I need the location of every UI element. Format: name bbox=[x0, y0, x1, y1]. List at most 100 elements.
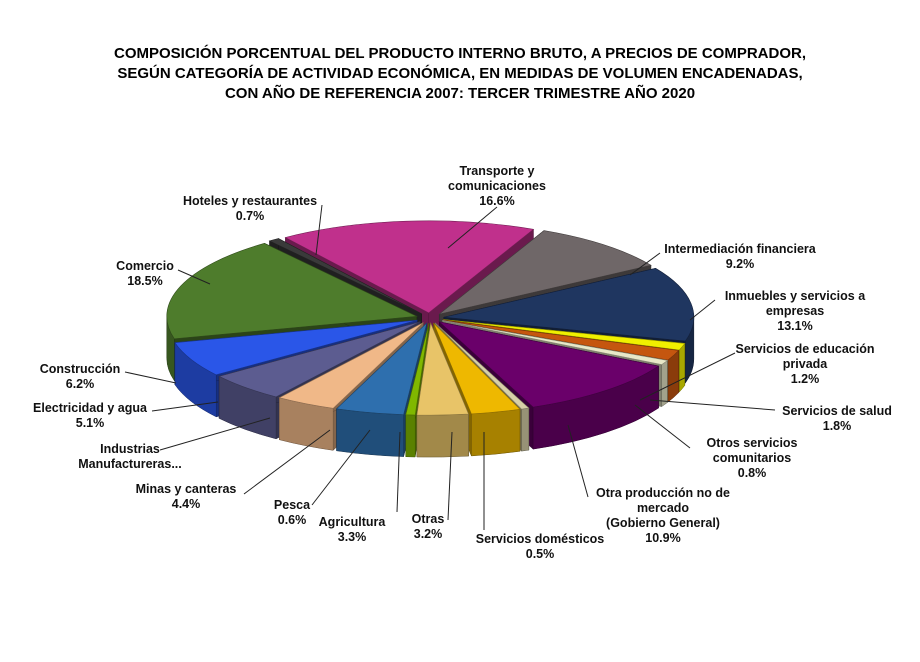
data-label-name: Otras bbox=[412, 512, 445, 526]
data-label-value: 18.5% bbox=[127, 274, 162, 288]
data-label-name: Otros servicios bbox=[706, 436, 797, 450]
leader-line bbox=[124, 371, 177, 384]
data-label-value: 0.6% bbox=[278, 513, 307, 527]
slice-top-face bbox=[405, 323, 430, 416]
leader-line bbox=[639, 352, 736, 401]
data-label-name: Electricidad y agua bbox=[33, 401, 148, 415]
data-label-value: 6.2% bbox=[66, 377, 95, 391]
slice-top-face bbox=[174, 319, 418, 376]
leader-line bbox=[447, 431, 453, 521]
pie-slices bbox=[166, 220, 695, 458]
data-label-value: 0.5% bbox=[526, 547, 555, 561]
leader-lines bbox=[124, 204, 776, 530]
data-label-value: 3.2% bbox=[414, 527, 443, 541]
data-label-value: 1.8% bbox=[823, 419, 852, 433]
slice-top-face bbox=[443, 319, 686, 351]
slice-outer-wall bbox=[471, 409, 521, 457]
chart-title-line: COMPOSICIÓN PORCENTUAL DEL PRODUCTO INTE… bbox=[114, 45, 806, 62]
slice-top-face bbox=[278, 322, 424, 409]
leader-line bbox=[689, 299, 716, 321]
slice-outer-wall bbox=[336, 408, 404, 457]
slice-top-face bbox=[433, 322, 521, 415]
data-label-name: Intermediación financiera bbox=[664, 242, 816, 256]
data-label-value: 9.2% bbox=[726, 257, 755, 271]
pie-slice bbox=[335, 322, 428, 457]
slice-top-face bbox=[268, 238, 422, 315]
data-label-name: Agricultura bbox=[319, 515, 387, 529]
chart-title: COMPOSICIÓN PORCENTUAL DEL PRODUCTO INTE… bbox=[0, 44, 920, 104]
slice-top-face bbox=[166, 243, 418, 340]
slice-top-face bbox=[416, 322, 470, 416]
leader-line bbox=[649, 399, 776, 411]
data-label-name: Otra producción no de bbox=[596, 486, 730, 500]
leader-line bbox=[447, 206, 498, 249]
data-label-value: 5.1% bbox=[76, 416, 105, 430]
data-label-name: Comercio bbox=[116, 259, 174, 273]
data-label-name: Hoteles y restaurantes bbox=[183, 194, 317, 208]
data-label-value: 0.7% bbox=[236, 209, 265, 223]
slice-top-face bbox=[438, 321, 660, 408]
slice-outer-wall bbox=[678, 342, 686, 393]
data-label-value: 16.6% bbox=[479, 194, 514, 208]
data-label-name: Manufactureras... bbox=[78, 457, 182, 471]
data-label-value: 10.9% bbox=[645, 531, 680, 545]
slice-top-face bbox=[442, 320, 669, 365]
slice-top-face bbox=[218, 321, 421, 398]
slice-top-face bbox=[335, 322, 428, 415]
leader-line bbox=[567, 424, 589, 498]
data-label-name: Servicios de educación bbox=[736, 342, 875, 356]
leader-line bbox=[311, 429, 371, 506]
data-label-name: Minas y canteras bbox=[136, 482, 237, 496]
data-label-name: Inmuebles y servicios a bbox=[725, 289, 866, 303]
data-label-name: Servicios de salud bbox=[782, 404, 892, 418]
leader-line bbox=[151, 401, 219, 412]
slice-outer-wall bbox=[416, 413, 469, 458]
data-label-value: 0.8% bbox=[738, 466, 767, 480]
data-label-value: 3.3% bbox=[338, 530, 367, 544]
leader-line bbox=[634, 404, 691, 449]
leader-line bbox=[629, 252, 661, 276]
data-label-name: Industrias bbox=[100, 442, 160, 456]
leader-line bbox=[243, 429, 331, 495]
data-label-name: Servicios domésticos bbox=[476, 532, 605, 546]
leader-line bbox=[177, 269, 211, 285]
data-label-name: Construcción bbox=[40, 362, 121, 376]
slice-top-face bbox=[434, 322, 530, 410]
data-label-name: empresas bbox=[766, 304, 824, 318]
pie-slice bbox=[416, 322, 470, 458]
slice-top-face bbox=[442, 319, 680, 361]
slice-outer-wall bbox=[405, 414, 416, 458]
chart-title-line: CON AÑO DE REFERENCIA 2007: TERCER TRIME… bbox=[224, 85, 696, 102]
slice-top-face bbox=[443, 267, 695, 342]
slice-top-face bbox=[284, 220, 535, 314]
slice-outer-wall bbox=[521, 407, 530, 452]
data-label-value: 4.4% bbox=[172, 497, 201, 511]
slice-top-face bbox=[439, 230, 652, 315]
leader-line bbox=[159, 417, 271, 451]
chart-title-line: SEGÚN CATEGORÍA DE ACTIVIDAD ECONÓMICA, … bbox=[117, 65, 803, 82]
leader-line bbox=[396, 431, 401, 513]
data-label-name: mercado bbox=[637, 501, 689, 515]
data-label-value: 13.1% bbox=[777, 319, 812, 333]
data-label-name: privada bbox=[783, 357, 829, 371]
data-label-name: Transporte y bbox=[459, 164, 534, 178]
data-label-name: Pesca bbox=[274, 498, 311, 512]
data-label-value: 1.2% bbox=[791, 372, 820, 386]
